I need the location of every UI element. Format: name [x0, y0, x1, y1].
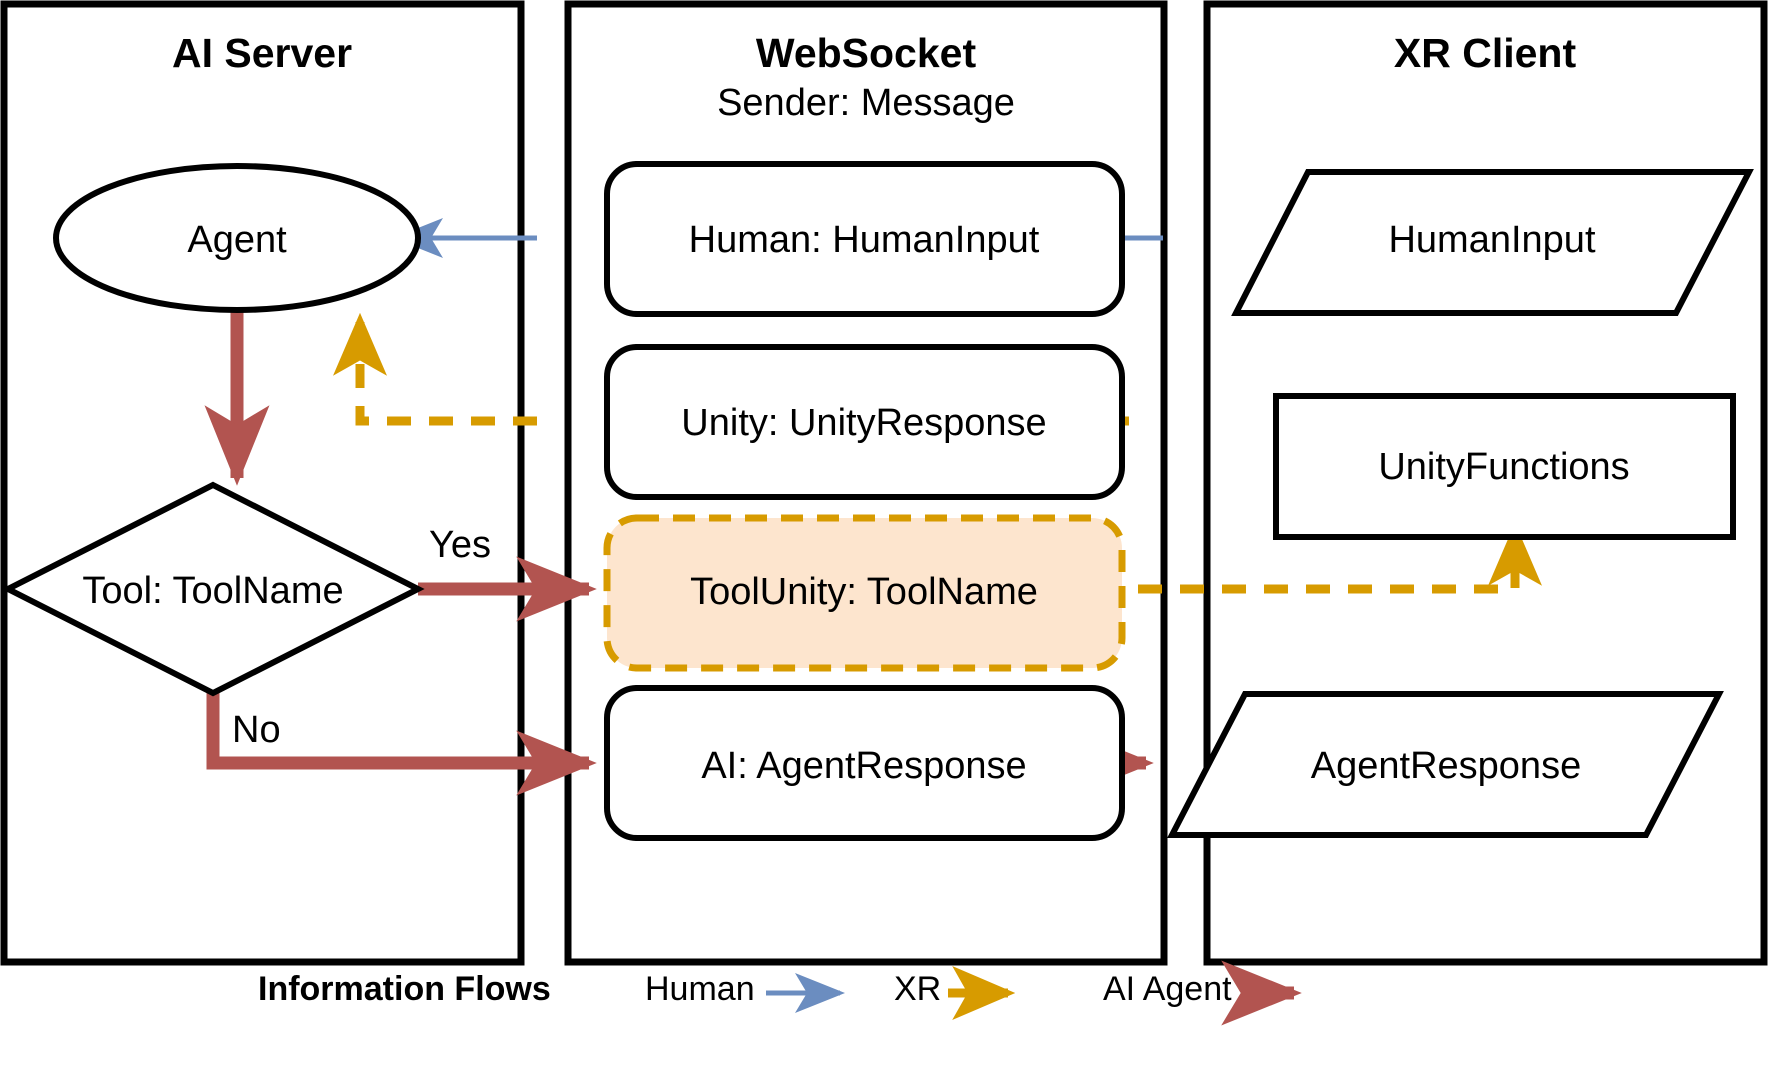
node-unity-functions[interactable]: UnityFunctions: [1273, 393, 1736, 540]
legend-human-label: Human: [645, 970, 755, 1008]
node-ai-message-label: AI: AgentResponse: [701, 745, 1026, 787]
node-unity-message[interactable]: Unity: UnityResponse: [604, 344, 1125, 500]
node-tool-decision[interactable]: Tool: ToolName: [1, 481, 425, 697]
legend-ai-agent: AI Agent: [1103, 960, 1302, 1026]
node-agent-label: Agent: [187, 219, 287, 261]
node-agent-response[interactable]: AgentResponse: [1167, 691, 1724, 838]
edge-label-yes: Yes: [429, 524, 491, 566]
node-toolunity-message[interactable]: ToolUnity: ToolName: [603, 514, 1126, 672]
legend-ai-agent-label: AI Agent: [1103, 970, 1232, 1008]
edge-label-no: No: [232, 709, 281, 751]
node-human-input-label: HumanInput: [1388, 219, 1595, 261]
node-human-input[interactable]: HumanInput: [1231, 169, 1754, 316]
lane-subtitle-websocket: Sender: Message: [717, 82, 1015, 124]
lane-title-ai-server: AI Server: [172, 30, 352, 76]
node-unity-message-label: Unity: UnityResponse: [681, 402, 1046, 444]
node-human-message[interactable]: Human: HumanInput: [604, 161, 1125, 317]
legend-xr: XR: [894, 966, 1016, 1020]
lane-title-websocket: WebSocket: [756, 30, 977, 76]
legend-xr-label: XR: [894, 970, 941, 1008]
lane-ai-server: [0, 0, 525, 966]
node-ai-message[interactable]: AI: AgentResponse: [604, 685, 1125, 841]
flow-unity-message-to-agent: [333, 312, 537, 426]
node-toolunity-message-label: ToolUnity: ToolName: [690, 571, 1038, 613]
legend-human: Human: [645, 970, 845, 1013]
legend-title: Information Flows: [258, 970, 551, 1008]
node-agent-response-label: AgentResponse: [1311, 745, 1581, 787]
flow-tool-no-to-ai-message: [206, 683, 597, 796]
legend: Information Flows Human XR AI Agent: [258, 960, 1302, 1026]
node-human-message-label: Human: HumanInput: [689, 219, 1040, 261]
node-tool-decision-label: Tool: ToolName: [82, 570, 343, 612]
node-agent[interactable]: Agent: [53, 163, 421, 313]
lane-title-xr-client: XR Client: [1394, 30, 1577, 76]
node-unity-functions-label: UnityFunctions: [1378, 446, 1629, 488]
